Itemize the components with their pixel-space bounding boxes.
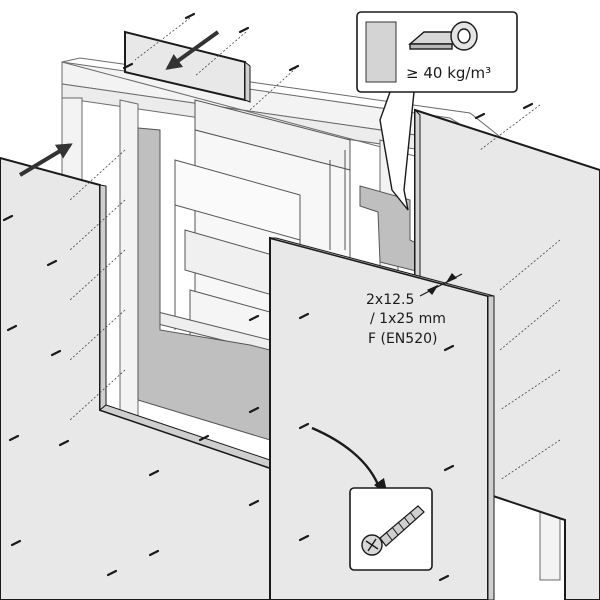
arrow-top-board (165, 30, 220, 70)
screw-callout (311, 426, 433, 571)
top-gypsum-board (124, 30, 251, 103)
board-spec-line1: 2x12.5 (366, 292, 414, 308)
insulation-board-swatch-icon (365, 21, 397, 83)
front-gypsum-board (269, 236, 495, 600)
insulation-callout: ≥ 40 kg/m³ (356, 11, 518, 211)
insulation-fill (137, 127, 421, 441)
thickness-dimension (419, 273, 463, 297)
mineral-wool-roll-icon (408, 21, 478, 51)
screw-heads (2, 12, 534, 582)
screw-leaders (69, 17, 561, 481)
board-spec-label: 2x12.5 / 1x25 mm F (EN520) (366, 292, 446, 347)
board-spec-line3: F (EN520) (368, 331, 437, 347)
arrow-left-board (18, 143, 73, 177)
drywall-screw-icon (361, 505, 425, 556)
insulation-density-label: ≥ 40 kg/m³ (406, 64, 491, 82)
assembly-arrows (18, 30, 220, 177)
board-spec-line2: / 1x25 mm (370, 311, 446, 327)
